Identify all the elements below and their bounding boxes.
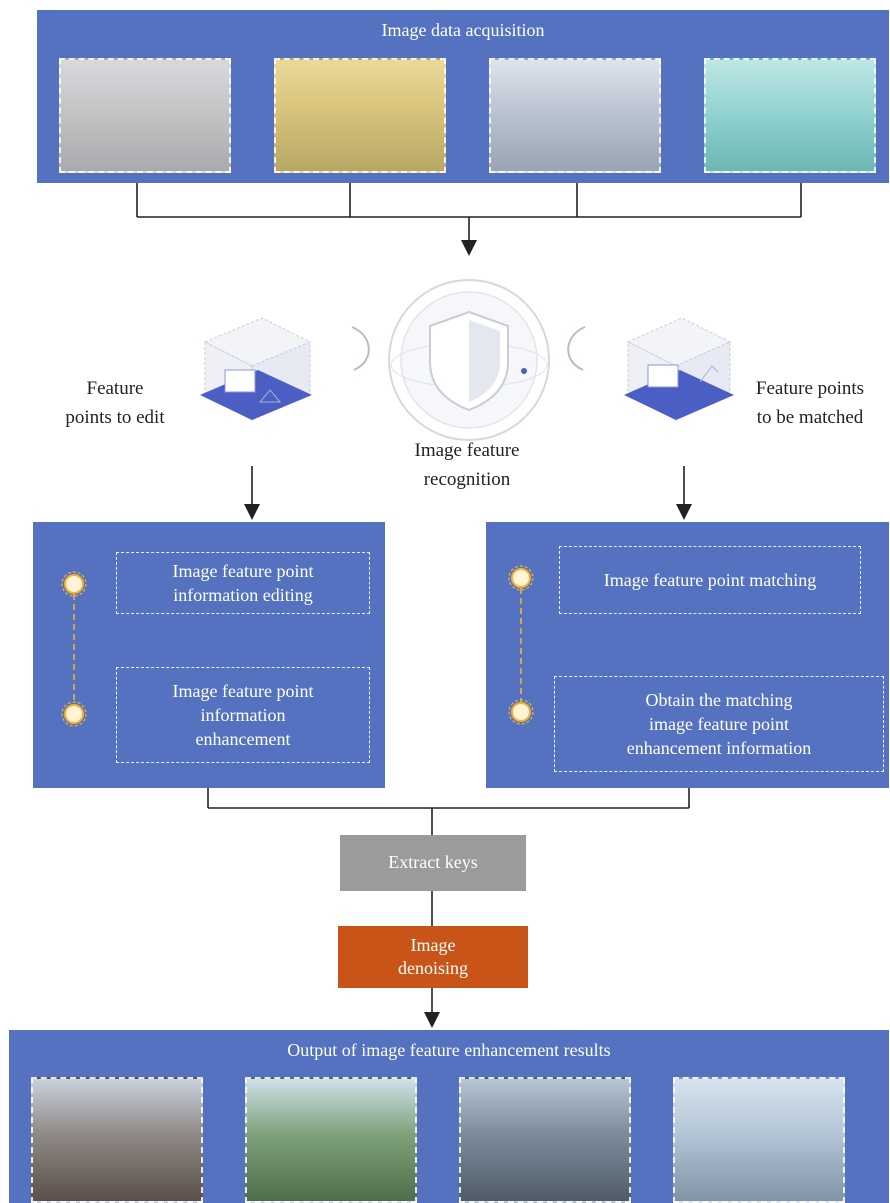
left-dot-connector bbox=[61, 571, 87, 727]
output-image-3 bbox=[459, 1077, 631, 1203]
top-bracket bbox=[136, 183, 802, 256]
acquisition-panel: Image data acquisition bbox=[37, 10, 889, 183]
info-enhancement-box: Image feature point information enhancem… bbox=[116, 667, 370, 763]
info-editing-box: Image feature point information editing bbox=[116, 552, 370, 614]
output-image-2 bbox=[245, 1077, 417, 1203]
feature-points-edit-label: Feature points to edit bbox=[65, 378, 165, 428]
output-image-4 bbox=[673, 1077, 845, 1203]
panel-arrows bbox=[244, 466, 692, 520]
input-image-3 bbox=[489, 58, 661, 173]
input-image-2 bbox=[274, 58, 446, 173]
feature-points-matched-label: Feature points to be matched bbox=[755, 378, 865, 428]
shield-emblem-icon bbox=[388, 279, 550, 441]
image-denoising-box: Image denoising bbox=[338, 926, 528, 988]
cube-icon-left bbox=[200, 317, 312, 421]
right-dot-connector bbox=[508, 565, 534, 725]
editing-panel: Image feature point information editing … bbox=[33, 522, 385, 788]
output-title: Output of image feature enhancement resu… bbox=[287, 1040, 611, 1060]
acquisition-title: Image data acquisition bbox=[381, 20, 545, 40]
arc-arrows bbox=[351, 326, 586, 371]
matching-panel: Image feature point matching Obtain the … bbox=[486, 522, 889, 788]
input-image-4 bbox=[704, 58, 876, 173]
point-matching-box: Image feature point matching bbox=[559, 546, 861, 614]
output-panel: Output of image feature enhancement resu… bbox=[9, 1030, 889, 1203]
recognition-label: Image feature recognition bbox=[414, 440, 520, 490]
extract-keys-box: Extract keys bbox=[340, 835, 526, 891]
merge-bracket bbox=[207, 788, 690, 1028]
matching-enhancement-box: Obtain the matching image feature point … bbox=[554, 676, 884, 772]
input-image-1 bbox=[59, 58, 231, 173]
output-image-1 bbox=[31, 1077, 203, 1203]
cube-icon-right bbox=[624, 317, 734, 421]
